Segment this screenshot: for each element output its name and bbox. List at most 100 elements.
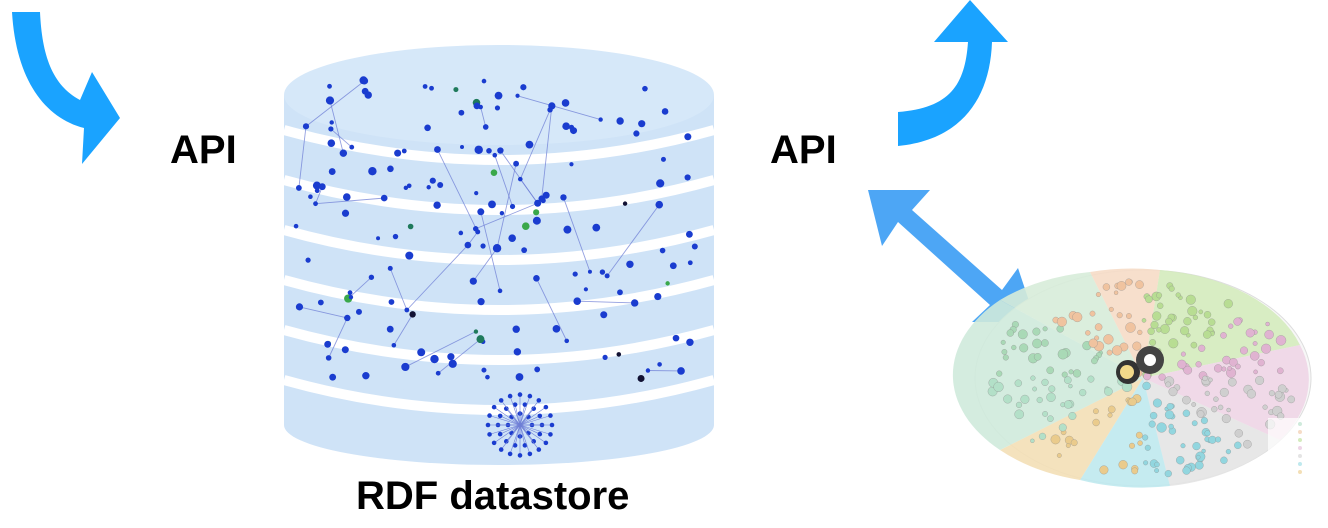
lod-dataset-bubble (1245, 328, 1255, 338)
lod-dataset-bubble (1190, 341, 1198, 349)
lod-dataset-bubble (1255, 375, 1265, 385)
lod-dataset-bubble (1129, 442, 1135, 449)
lod-dataset-bubble (1195, 454, 1201, 460)
graph-node (497, 147, 504, 154)
graph-node (448, 359, 457, 368)
graph-node (325, 355, 332, 361)
graph-node (485, 374, 490, 380)
lod-dataset-bubble (1152, 398, 1162, 408)
lod-dataset-bubble (1215, 436, 1222, 443)
graph-node (522, 402, 528, 407)
lod-dataset-bubble (1180, 351, 1186, 357)
lod-dataset-bubble (1107, 405, 1116, 414)
lod-dataset-bubble (1165, 381, 1172, 388)
graph-node (487, 413, 492, 418)
lod-dataset-bubble (1032, 338, 1042, 349)
graph-node (642, 85, 648, 92)
lod-dataset-bubble (1032, 327, 1041, 336)
lod-dataset-bubble (1221, 414, 1231, 424)
graph-node (494, 105, 501, 111)
graph-node (485, 422, 491, 428)
graph-node (312, 181, 321, 190)
lod-dataset-bubble (1185, 294, 1196, 305)
lod-dataset-bubble (1050, 434, 1061, 445)
lod-dataset-bubble (1277, 367, 1284, 375)
lod-dataset-bubble (1204, 430, 1211, 437)
lod-dataset-bubble (1160, 324, 1170, 334)
graph-node (533, 209, 540, 216)
lod-dataset-bubble (1235, 363, 1241, 370)
lod-dataset-bubble (1036, 396, 1043, 404)
graph-node (687, 260, 693, 266)
lod-dataset-bubble (1192, 314, 1198, 321)
graph-node (677, 367, 685, 375)
lod-dataset-bubble (1135, 431, 1143, 439)
graph-node (360, 77, 369, 85)
lod-dataset-bubble (1243, 439, 1252, 449)
graph-node (491, 404, 497, 410)
graph-node (525, 140, 534, 149)
lod-dataset-bubble (1042, 411, 1048, 417)
graph-node (665, 281, 670, 286)
graph-node (655, 200, 664, 209)
graph-node (512, 325, 520, 333)
lod-dataset-bubble (1275, 335, 1287, 346)
graph-node (387, 165, 394, 173)
graph-node (543, 440, 549, 446)
lod-dataset-bubble (1095, 292, 1101, 297)
graph-node (598, 117, 603, 122)
lod-dataset-bubble (1168, 285, 1175, 292)
lod-dataset-bubble (1240, 346, 1248, 355)
lod-dataset-bubble (1014, 409, 1024, 420)
lod-dataset-bubble (1204, 390, 1210, 396)
lod-dataset-bubble (1192, 442, 1201, 451)
graph-node (537, 413, 543, 419)
graph-node (344, 314, 351, 322)
lod-dataset-bubble (1149, 339, 1157, 346)
graph-node (329, 120, 334, 125)
lod-dataset-bubble (1200, 417, 1208, 425)
lod-dataset-bubble (1198, 309, 1204, 315)
graph-node (349, 144, 355, 150)
graph-node (473, 329, 479, 334)
lod-dataset-bubble (1099, 465, 1109, 475)
graph-node (517, 392, 523, 397)
graph-node (669, 262, 677, 270)
graph-node (660, 156, 666, 162)
graph-node (486, 148, 492, 154)
graph-node (583, 287, 588, 292)
lod-dataset-bubble (1061, 371, 1068, 378)
lod-dataset-bubble (1041, 339, 1049, 347)
graph-node (341, 346, 349, 354)
graph-node (362, 371, 370, 380)
lod-dataset-bubble (1064, 376, 1072, 384)
graph-node (537, 431, 543, 437)
lod-dataset-bubble (1253, 369, 1258, 375)
lod-dataset-bubble (1094, 323, 1103, 331)
lod-dataset-bubble (1229, 358, 1238, 367)
graph-node (562, 122, 570, 131)
lod-dataset-bubble (1164, 470, 1172, 478)
graph-node (552, 325, 561, 333)
graph-node (387, 265, 393, 271)
graph-node (437, 182, 444, 189)
api-right-label: API (770, 128, 837, 172)
lod-dataset-bubble (1165, 317, 1173, 326)
graph-node (434, 146, 441, 153)
lod-dataset-bubble (1147, 327, 1155, 335)
lod-dataset-bubble (1137, 329, 1143, 335)
lod-dataset-bubble (1156, 292, 1163, 299)
graph-node (472, 226, 479, 232)
lod-dataset-bubble (1116, 312, 1123, 319)
graph-node (657, 362, 662, 367)
lod-dataset-bubble (1128, 397, 1137, 406)
graph-node (458, 230, 464, 236)
graph-node (498, 398, 504, 403)
graph-node (633, 130, 640, 137)
lod-dataset-bubble (1015, 401, 1023, 408)
lod-dataset-bubble (1228, 377, 1237, 387)
lod-dataset-bubble (1208, 435, 1217, 444)
graph-node (531, 406, 537, 411)
graph-node (409, 311, 416, 318)
lod-dataset-bubble (1135, 280, 1144, 289)
